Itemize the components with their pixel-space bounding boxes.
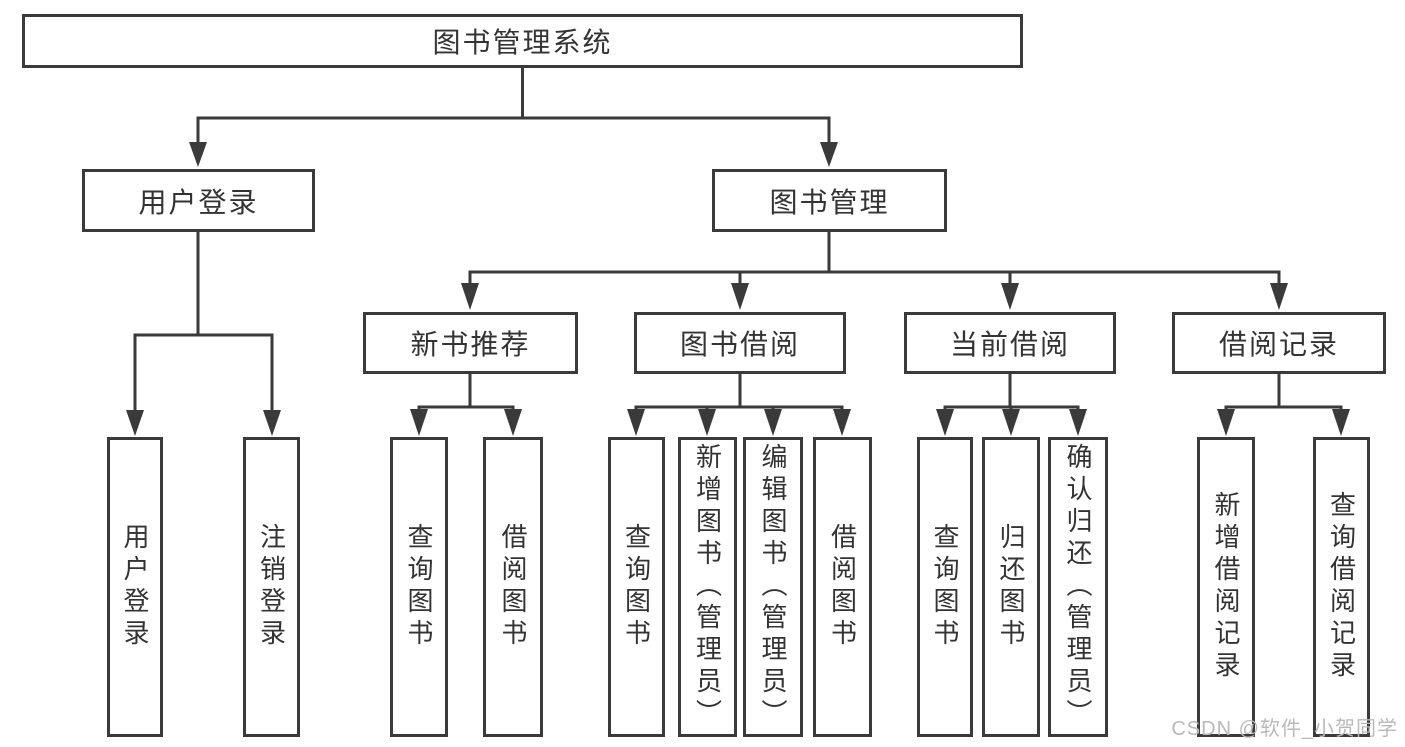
arrowhead	[189, 142, 207, 167]
connector-root-branch	[196, 116, 831, 143]
node-book-borrowing: 图书借阅	[634, 312, 846, 374]
node-root: 图书管理系统	[22, 14, 1023, 68]
node-new-book-recommend: 新书推荐	[363, 312, 578, 374]
arrowhead	[126, 410, 144, 436]
node-label: 新增借阅记录	[1211, 491, 1241, 683]
arrowhead	[410, 409, 428, 436]
node-label: 查询图书	[621, 523, 652, 651]
leaf-borrowing-add-books: 新增图书（管理员）	[678, 437, 737, 737]
node-book-management: 图书管理	[712, 169, 947, 232]
leaf-newbooks-borrow-books: 借阅图书	[483, 437, 543, 737]
connector-borrowing-branch	[634, 405, 844, 410]
watermark: CSDN @软件_小贺同学	[1171, 718, 1398, 740]
node-label: 图书管理系统	[432, 27, 613, 58]
arrowhead	[764, 409, 782, 436]
arrowhead	[504, 409, 522, 436]
node-label: 用户登录	[138, 186, 259, 218]
node-label: 查询图书	[930, 523, 960, 651]
node-user-login: 用户登录	[82, 169, 315, 232]
leaf-logout: 注销登录	[243, 437, 300, 737]
arrowhead	[833, 409, 851, 436]
leaf-newbooks-query-books: 查询图书	[390, 437, 448, 737]
leaf-current-confirm-return: 确认归还（管理员）	[1048, 437, 1108, 737]
arrowhead	[1069, 409, 1087, 436]
node-current-borrowing: 当前借阅	[904, 312, 1116, 374]
node-label: 图书借阅	[679, 329, 800, 360]
node-label: 查询图书	[404, 523, 434, 651]
arrowhead	[698, 409, 716, 436]
node-label: 确认归还（管理员）	[1063, 443, 1093, 731]
leaf-records-query-record: 查询借阅记录	[1313, 437, 1370, 737]
leaf-records-add-record: 新增借阅记录	[1197, 437, 1255, 737]
arrowhead	[1270, 283, 1288, 310]
node-label: 借阅图书	[498, 523, 528, 651]
node-label: 图书管理	[769, 186, 890, 218]
arrowhead	[461, 283, 479, 310]
arrowheads	[126, 142, 1350, 436]
node-label: 编辑图书（管理员）	[758, 443, 788, 731]
node-borrow-records: 借阅记录	[1172, 312, 1386, 374]
arrowhead	[1332, 409, 1350, 436]
arrowhead	[820, 142, 838, 167]
connector-bookmgmt-branch	[468, 270, 1281, 284]
leaf-current-return-books: 归还图书	[982, 437, 1040, 737]
arrowhead	[263, 410, 281, 436]
node-label: 当前借阅	[949, 329, 1070, 360]
arrowhead	[731, 283, 749, 310]
connector-records-branch	[1224, 405, 1343, 410]
node-label: 用户登录	[120, 523, 150, 651]
arrowhead	[1001, 283, 1019, 310]
arrowhead	[1217, 409, 1235, 436]
leaf-borrowing-edit-books: 编辑图书（管理员）	[743, 437, 803, 737]
leaf-current-query-books: 查询图书	[917, 437, 973, 737]
node-label: 借阅图书	[827, 523, 858, 651]
arrowhead	[1002, 409, 1020, 436]
node-label: 归还图书	[996, 523, 1026, 651]
connector-userlogin-branch	[133, 333, 274, 410]
arrowhead	[627, 409, 645, 436]
node-label: 查询借阅记录	[1326, 491, 1357, 683]
leaf-borrowing-borrow-books: 借阅图书	[813, 437, 872, 737]
node-label: 注销登录	[256, 523, 287, 651]
node-label: 新增图书（管理员）	[692, 443, 723, 731]
node-label: 借阅记录	[1218, 329, 1339, 360]
arrowhead	[936, 409, 954, 436]
leaf-user-login: 用户登录	[107, 437, 163, 737]
connector-newbooks-branch	[417, 405, 515, 410]
node-label: 新书推荐	[410, 329, 531, 360]
leaf-borrowing-query-books: 查询图书	[608, 437, 665, 737]
